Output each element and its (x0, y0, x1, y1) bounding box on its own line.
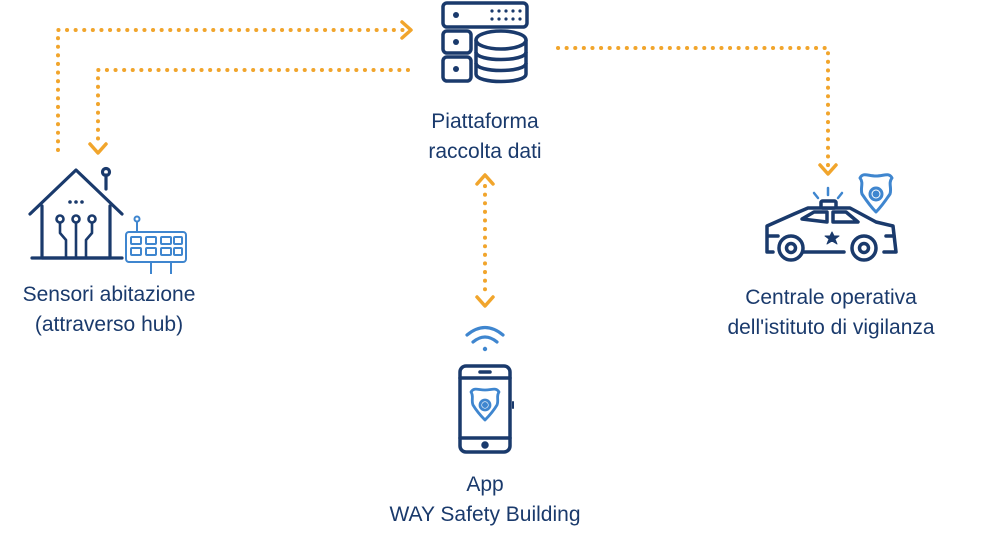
arrowhead-sensors (88, 142, 108, 155)
arrowhead-app-down (475, 295, 495, 308)
sensors-label: Sensori abitazione (attraverso hub) (0, 280, 218, 340)
arrowhead-central (818, 163, 838, 176)
platform-label-line1: Piattaforma (431, 110, 539, 133)
sensors-label-line2: (attraverso hub) (34, 313, 184, 336)
connector-platform-to-central (556, 46, 830, 170)
wifi-signal-icon (465, 325, 505, 352)
app-label: App WAY Safety Building (340, 470, 630, 530)
platform-label-line2: raccolta dati (428, 140, 542, 163)
app-label-line1: App (466, 473, 504, 496)
central-label-line2: dell'istituto di vigilanza (727, 316, 935, 339)
platform-label: Piattaforma raccolta dati (385, 107, 585, 167)
hub-device-icon (125, 215, 187, 274)
central-label: Centrale operativa dell'istituto di vigi… (690, 283, 972, 343)
central-label-line1: Centrale operativa (745, 286, 917, 309)
arrowhead-app-up (475, 173, 495, 186)
app-badge-icon (469, 387, 501, 422)
connector-sensors-to-platform (56, 28, 406, 152)
smart-home-hub-icon (28, 166, 124, 260)
database-server-icon (441, 1, 529, 84)
sensors-label-line1: Sensori abitazione (22, 283, 196, 306)
connector-platform-to-sensors (96, 68, 410, 148)
arrowhead-platform (400, 20, 413, 40)
police-badge-icon (858, 173, 894, 214)
app-label-line2: WAY Safety Building (389, 503, 581, 526)
police-car-icon (765, 199, 898, 262)
siren-lights-icon (812, 186, 844, 200)
